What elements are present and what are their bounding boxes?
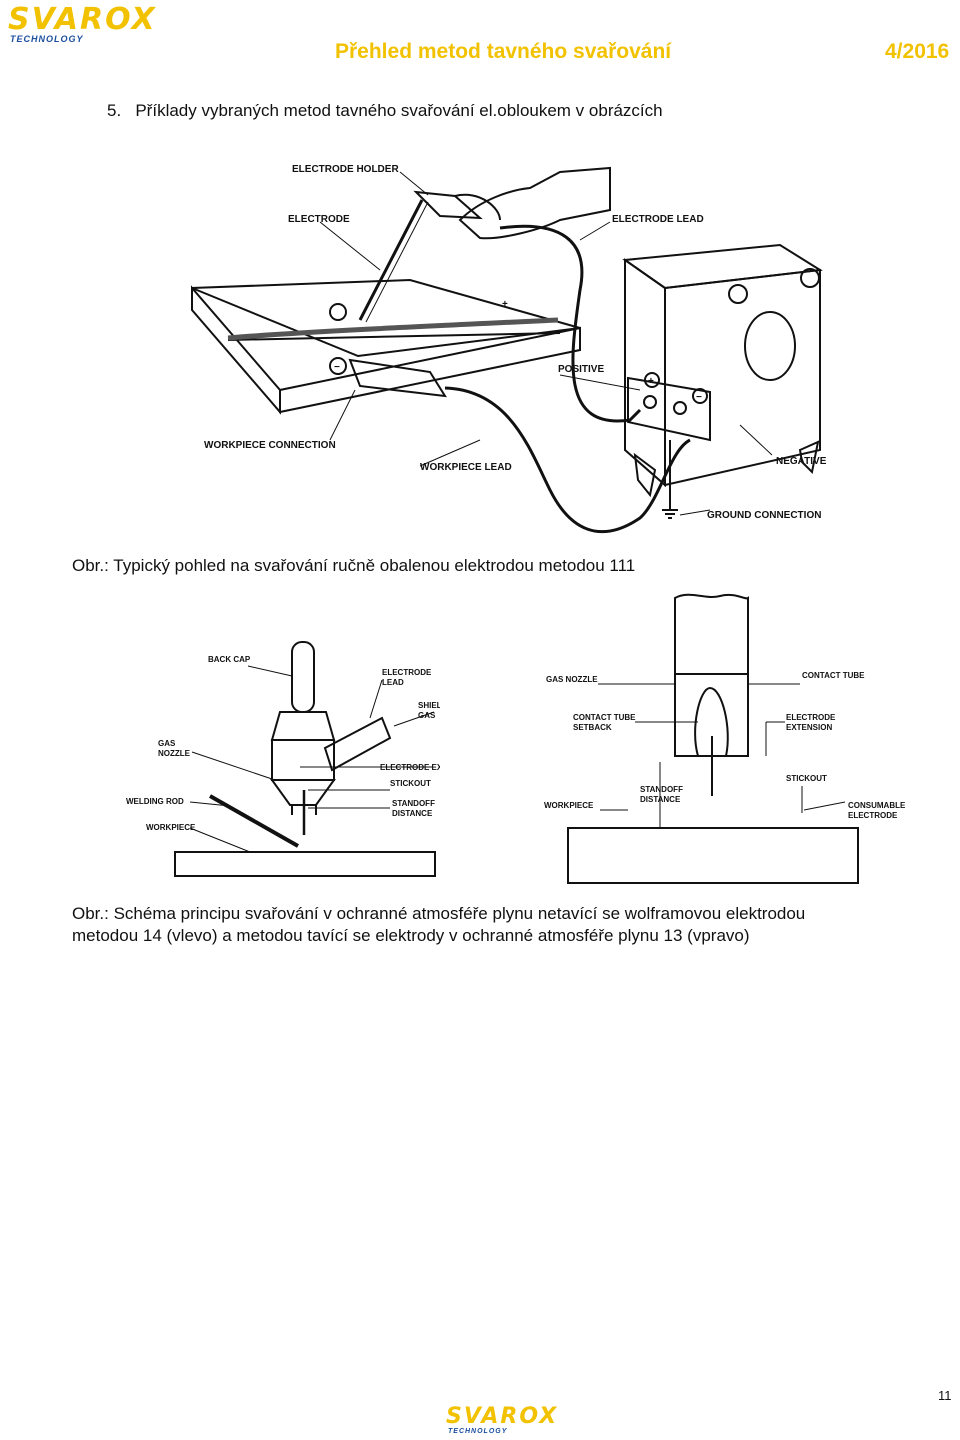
- logo-subtext: TECHNOLOGY: [10, 34, 84, 44]
- label-standoff-distance-right-1: STANDOFF: [640, 785, 683, 794]
- label-contact-tube-setback-2: SETBACK: [573, 723, 612, 732]
- section-heading: 5. Příklady vybraných metod tavného svař…: [107, 101, 663, 120]
- label-workpiece-connection: WORKPIECE CONNECTION: [204, 440, 336, 451]
- label-ground-connection: GROUND CONNECTION: [707, 510, 821, 521]
- label-shielding-gas-2: GAS: [418, 711, 436, 720]
- header-issue: 4/2016: [885, 40, 950, 63]
- label-consumable-electrode-2: ELECTRODE: [848, 811, 898, 820]
- label-stickout: STICKOUT: [390, 779, 431, 788]
- label-standoff-distance-right-2: DISTANCE: [640, 795, 681, 804]
- page-number: 11: [938, 1388, 952, 1403]
- label-electrode-lead-2: LEAD: [382, 678, 404, 687]
- label-standoff-distance-2: DISTANCE: [392, 809, 433, 818]
- header-logo: SVAROX TECHNOLOGY: [8, 2, 208, 46]
- label-gas-nozzle-1: GAS: [158, 739, 176, 748]
- label-shielding-gas-1: SHIELDING: [418, 701, 440, 710]
- figure-gtaw-schematic: BACK CAP ELECTRODE LEAD SHIELDING GAS GA…: [126, 641, 440, 877]
- plus-sign-terminal: +: [648, 376, 654, 387]
- label-workpiece: WORKPIECE: [146, 823, 196, 832]
- label-contact-tube-setback-1: CONTACT TUBE: [573, 713, 636, 722]
- label-electrode-lead: ELECTRODE LEAD: [612, 214, 704, 225]
- minus-sign-plate: −: [334, 362, 340, 373]
- label-workpiece-lead: WORKPIECE LEAD: [420, 462, 512, 473]
- label-stickout-right: STICKOUT: [786, 774, 827, 783]
- figure-smaw-setup: + − + − ELECTRODE HOLDER ELECTRODE ELECT…: [191, 164, 827, 534]
- label-electrode-lead-1: ELECTRODE: [382, 668, 432, 677]
- figure1-caption: Obr.: Typický pohled na svařování ručně …: [72, 556, 636, 575]
- label-back-cap: BACK CAP: [208, 655, 251, 664]
- figure2-caption-line1: Obr.: Schéma principu svařování v ochran…: [72, 904, 806, 923]
- label-positive: POSITIVE: [558, 364, 604, 375]
- logo-wordmark: SVAROX: [8, 2, 157, 37]
- label-electrode-extension-1: ELECTRODE: [786, 713, 836, 722]
- minus-sign-terminal: −: [696, 392, 702, 403]
- label-consumable-electrode-1: CONSUMABLE: [848, 801, 906, 810]
- figure2-caption-line2: metodou 14 (vlevo) a metodou tavící se e…: [72, 926, 750, 945]
- footer-logo: SVAROX TECHNOLOGY: [446, 1404, 596, 1438]
- header-title: Přehled metod tavného svařování: [335, 40, 672, 63]
- label-gas-nozzle-2: NOZZLE: [158, 749, 191, 758]
- label-workpiece-right: WORKPIECE: [544, 801, 594, 810]
- footer-logo-subtext: TECHNOLOGY: [448, 1428, 508, 1435]
- label-gas-nozzle: GAS NOZZLE: [546, 675, 598, 684]
- label-electrode: ELECTRODE: [288, 214, 350, 225]
- label-negative: NEGATIVE: [776, 456, 827, 467]
- figure-gmaw-schematic: GAS NOZZLE CONTACT TUBE CONTACT TUBE SET…: [544, 593, 906, 884]
- label-electrode-holder: ELECTRODE HOLDER: [292, 164, 399, 175]
- plus-sign-plate: +: [502, 299, 508, 310]
- label-electrode-extension: ELECTRODE EXTENSION: [380, 763, 440, 772]
- label-standoff-distance-1: STANDOFF: [392, 799, 435, 808]
- label-electrode-extension-2: EXTENSION: [786, 723, 832, 732]
- label-welding-rod: WELDING ROD: [126, 797, 184, 806]
- footer-logo-wordmark: SVAROX: [446, 1404, 559, 1429]
- label-contact-tube: CONTACT TUBE: [802, 671, 865, 680]
